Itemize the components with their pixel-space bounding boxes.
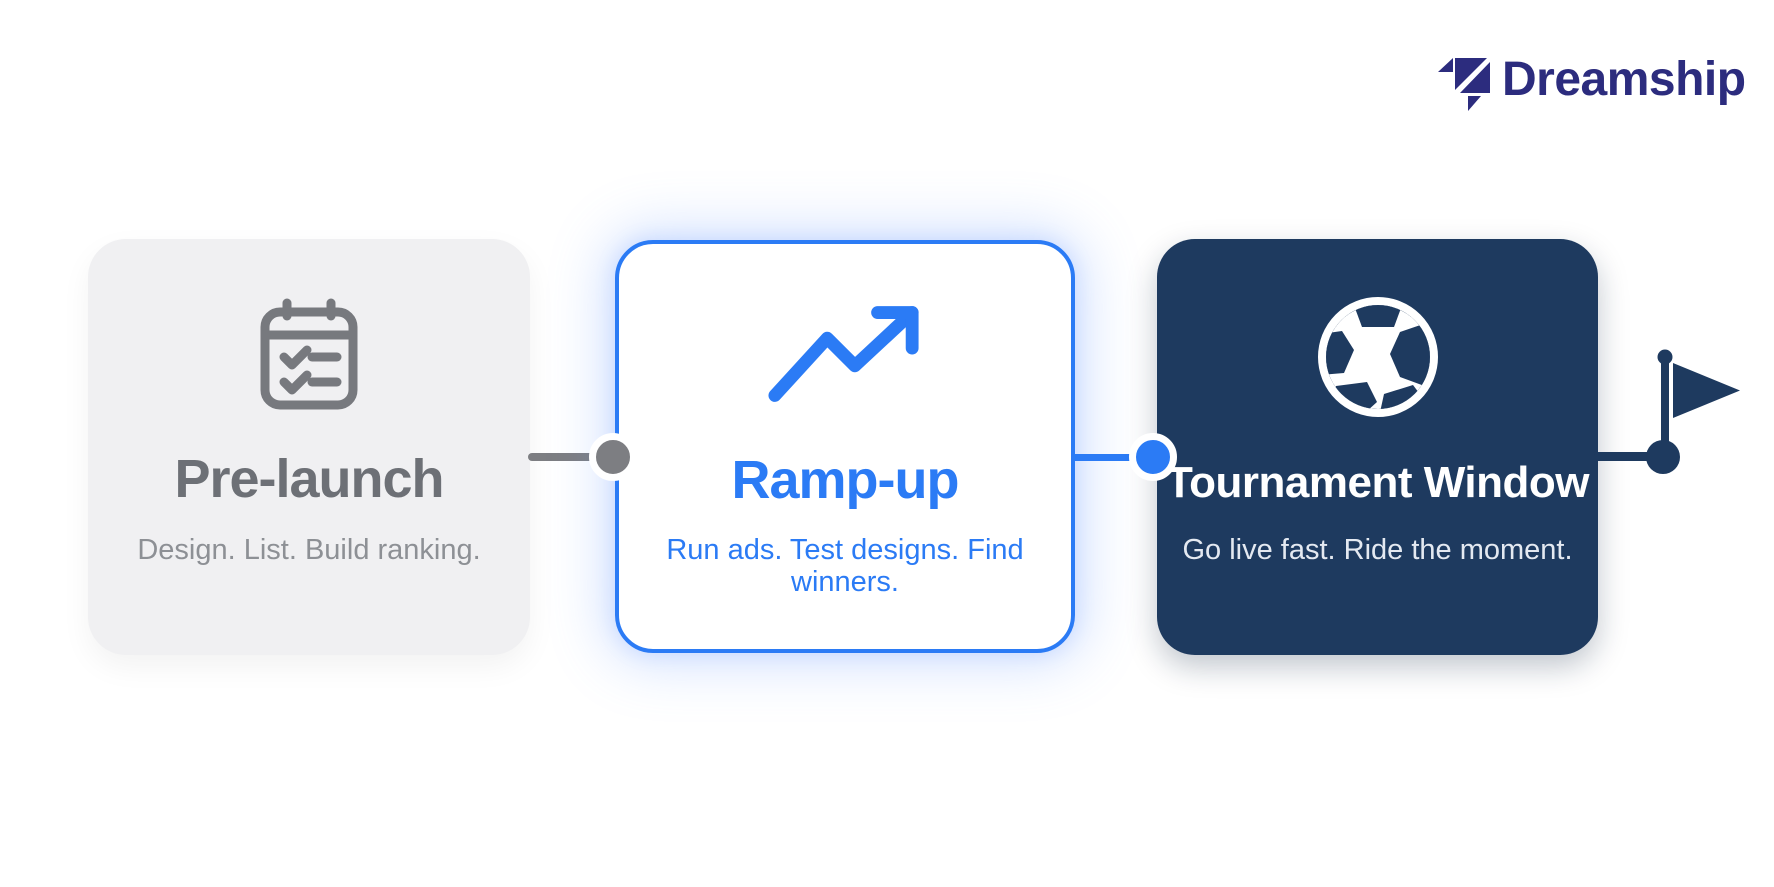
logo-text: Dreamship bbox=[1502, 53, 1746, 106]
stage-subtitle: Run ads. Test designs. Find winners. bbox=[666, 534, 1024, 598]
soccer-ball-icon bbox=[1317, 297, 1438, 417]
stage-title: Pre-launch bbox=[174, 449, 444, 509]
trending-up-icon bbox=[768, 306, 919, 402]
dreamship-logo-icon bbox=[1438, 58, 1490, 111]
stage-card-tournament-window: Tournament Window Go live fast. Ride the… bbox=[1157, 239, 1598, 655]
stage-card-pre-launch: Pre-launch Design. List. Build ranking. bbox=[88, 239, 530, 655]
connector-dot-1 bbox=[589, 433, 637, 481]
stage-card-ramp-up: Ramp-up Run ads. Test designs. Find winn… bbox=[615, 240, 1075, 653]
stage-title: Ramp-up bbox=[731, 450, 960, 510]
connector-line-1 bbox=[528, 453, 600, 461]
stage-subtitle: Go live fast. Ride the moment. bbox=[1182, 534, 1573, 566]
finish-flag-icon bbox=[1646, 349, 1740, 474]
connector-dot-2 bbox=[1129, 433, 1177, 481]
stage-subtitle: Design. List. Build ranking. bbox=[137, 534, 481, 566]
stage-title: Tournament Window bbox=[1166, 458, 1589, 507]
connector-line-2 bbox=[1071, 453, 1140, 461]
connector-line-3 bbox=[1594, 452, 1663, 461]
calendar-checklist-icon bbox=[260, 298, 358, 410]
